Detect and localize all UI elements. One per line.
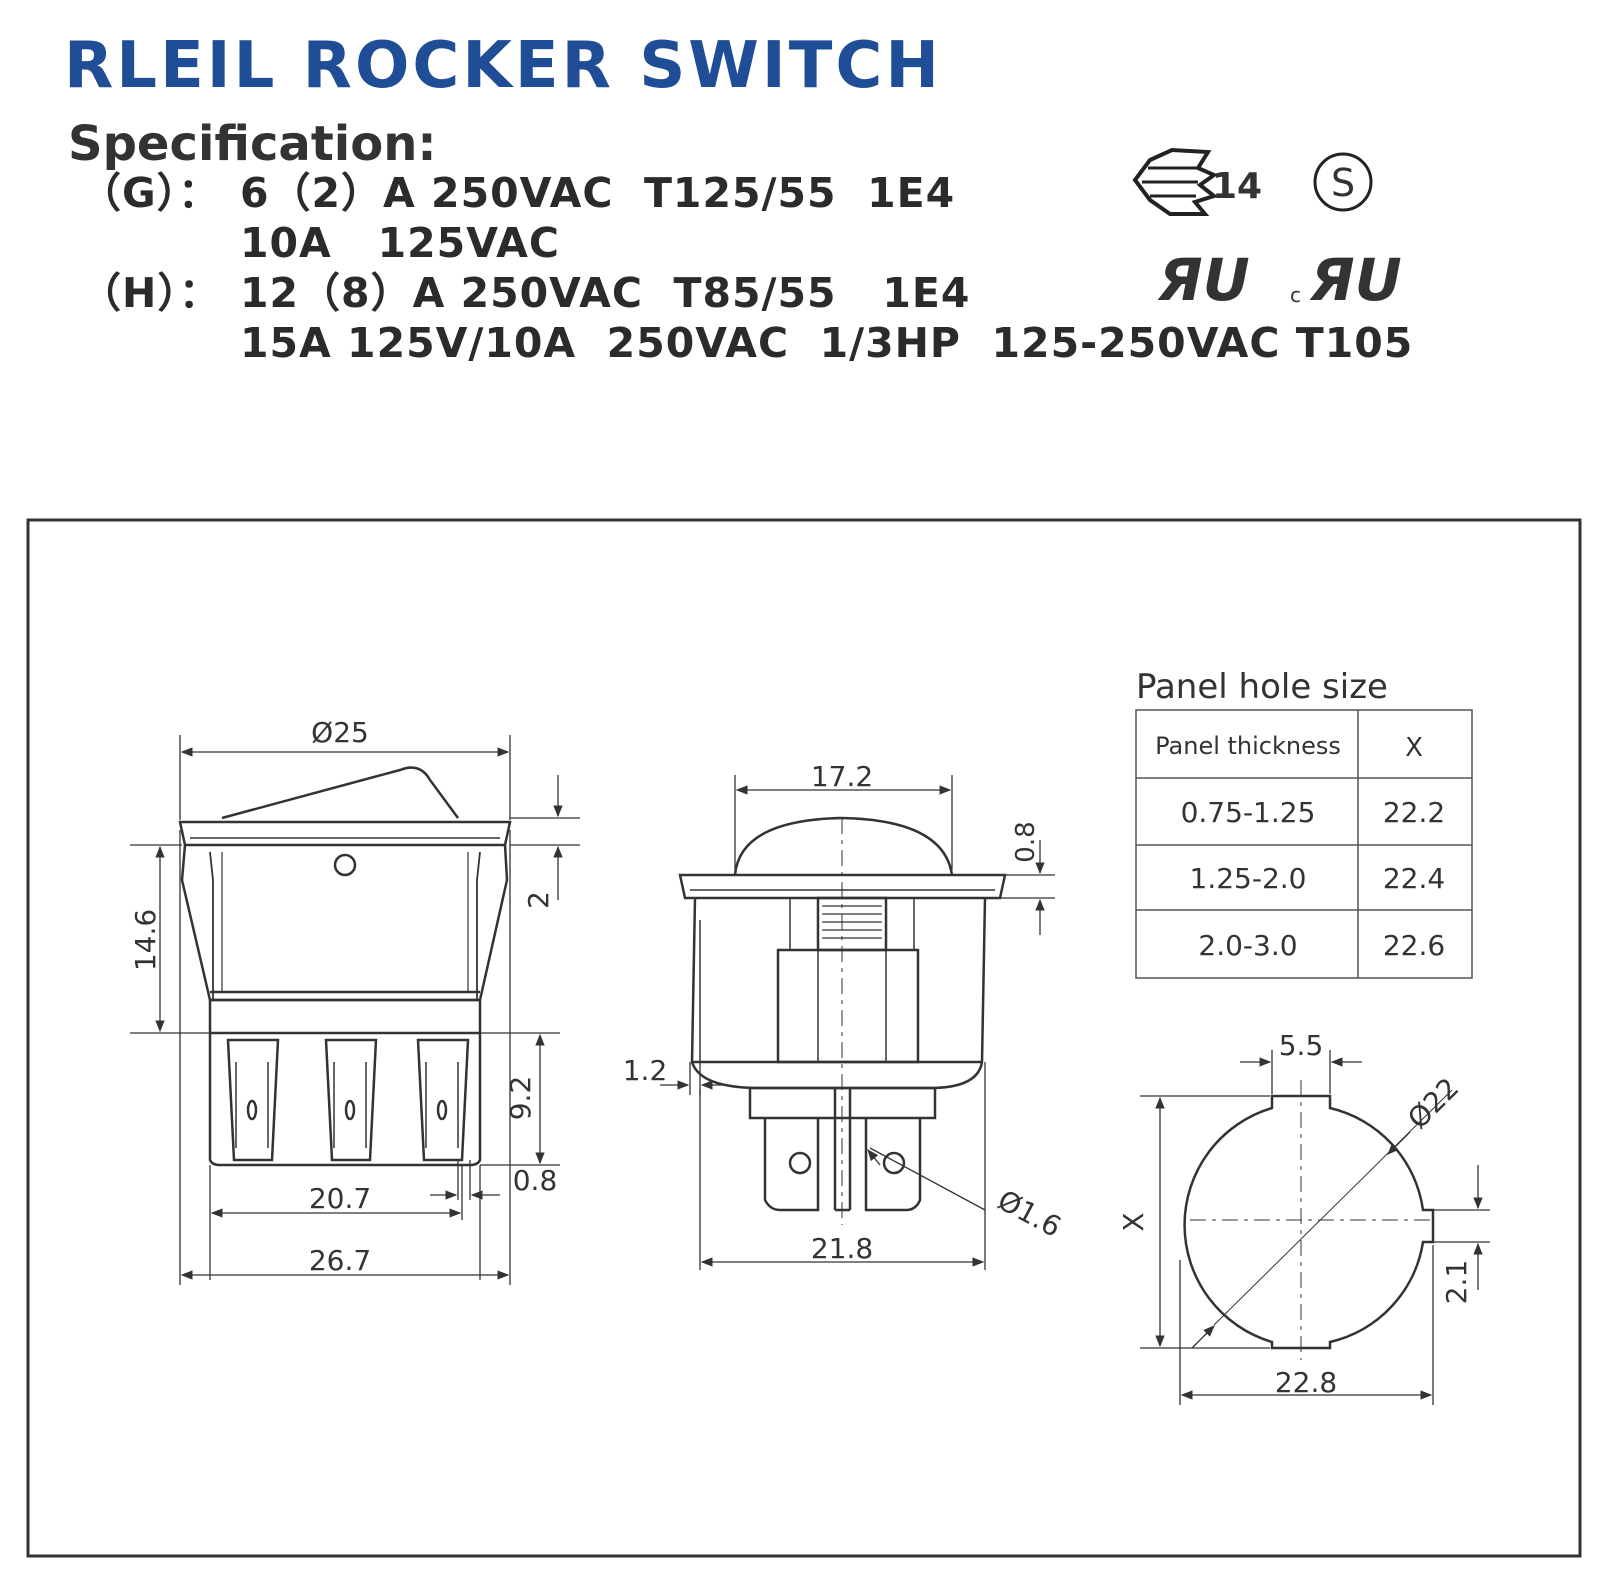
panel-table-row-1-x: 22.2 [1383, 796, 1445, 829]
spec-h-line1: 12（8）A 250VAC T85/55 1E4 [240, 269, 971, 317]
front-view [678, 816, 1007, 1212]
dim-front-rocker-width: 17.2 [811, 760, 873, 793]
panel-hole-table [1135, 709, 1473, 979]
cul-mark-icon: c ЯU [1290, 246, 1402, 314]
s-mark-text: S [1331, 161, 1355, 205]
dim-side-diameter: Ø25 [311, 716, 369, 749]
dim-cutout-notch-depth: 2.1 [1440, 1260, 1473, 1305]
dim-side-terminal-thickness: 0.8 [513, 1164, 558, 1197]
dim-cutout-x: X [1117, 1212, 1150, 1231]
panel-table-header-thickness: Panel thickness [1155, 732, 1341, 760]
spec-g-prefix: （G）： [80, 169, 221, 217]
panel-table-row-1-thickness: 0.75-1.25 [1181, 796, 1316, 829]
side-view [178, 766, 512, 1167]
dim-side-body-width: 26.7 [309, 1244, 371, 1277]
panel-table-title: Panel hole size [1136, 667, 1388, 707]
enec-number: 14 [1212, 166, 1262, 207]
side-view-dimensions [130, 735, 580, 1285]
front-view-dimensions [660, 775, 1055, 1270]
panel-cutout-dimensions [1140, 1050, 1490, 1405]
dim-cutout-width: 22.8 [1275, 1366, 1337, 1399]
spec-h-prefix: （H）： [80, 269, 221, 317]
panel-table-header-x: X [1405, 733, 1423, 763]
panel-table-row-3-thickness: 2.0-3.0 [1198, 929, 1297, 962]
panel-table-row-2-x: 22.4 [1383, 862, 1445, 895]
spec-h-line2: 15A 125V/10A 250VAC 1/3HP 125-250VAC T10… [240, 319, 1414, 367]
s-mark-icon: S [1313, 152, 1373, 212]
enec-mark-icon: 14 [1132, 147, 1262, 216]
panel-cutout [1183, 1094, 1435, 1350]
dim-side-height: 14.6 [129, 909, 162, 971]
dim-side-terminal-length: 9.2 [504, 1076, 537, 1121]
dim-cutout-diameter: Ø22 [1401, 1071, 1465, 1135]
ul-mark-text: ЯU [1157, 246, 1250, 314]
dim-front-rim: 0.8 [1011, 821, 1041, 862]
spec-g-line2: 10A 125VAC [240, 219, 560, 267]
dim-front-body-width: 21.8 [811, 1232, 873, 1265]
dim-cutout-notch-width: 5.5 [1279, 1029, 1324, 1062]
spec-heading: Specification: [68, 116, 437, 172]
dim-front-step: 1.2 [623, 1054, 668, 1087]
drawing-frame [26, 518, 1582, 1558]
cul-prefix: c [1290, 283, 1301, 307]
dim-side-terminal-span: 20.7 [309, 1182, 371, 1215]
cul-mark-text: ЯU [1309, 246, 1402, 314]
spec-g-line1: 6（2）A 250VAC T125/55 1E4 [240, 169, 956, 217]
panel-table-row-3-x: 22.6 [1383, 929, 1445, 962]
page-title: RLEIL ROCKER SWITCH [64, 29, 942, 103]
ul-mark-icon: ЯU [1157, 246, 1250, 314]
dim-side-rim: 2 [522, 891, 555, 909]
dim-front-hole-diameter: Ø1.6 [992, 1183, 1066, 1243]
panel-table-row-2-thickness: 1.25-2.0 [1190, 862, 1307, 895]
